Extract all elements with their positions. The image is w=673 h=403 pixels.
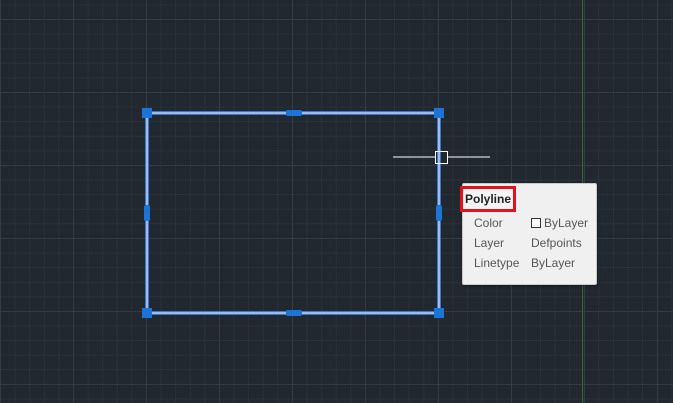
crosshair-pickbox-icon [393, 151, 490, 164]
rollover-tooltip: Polyline Color ByLayer Layer Defpoints L… [460, 183, 598, 285]
vertex-grip-bottom-right[interactable] [434, 308, 444, 318]
tooltip-row-layer: Layer Defpoints [474, 235, 598, 251]
polyline-rectangle[interactable] [145, 111, 441, 315]
midpoint-grip-left[interactable] [144, 205, 150, 221]
midpoint-grip-right[interactable] [436, 205, 442, 221]
vertex-grip-top-right[interactable] [434, 108, 444, 118]
polyline-edge [146, 112, 440, 314]
tooltip-title: Polyline [460, 186, 516, 212]
midpoint-grip-bottom[interactable] [286, 310, 302, 316]
polyline-glow [145, 111, 441, 315]
tooltip-label: Linetype [474, 256, 520, 270]
tooltip-value-text: ByLayer [544, 216, 589, 230]
midpoint-grip-top[interactable] [286, 110, 302, 116]
tooltip-row-linetype: Linetype ByLayer [474, 255, 598, 271]
tooltip-value: Defpoints [531, 236, 582, 250]
tooltip-value: ByLayer [531, 256, 576, 270]
tooltip-value: ByLayer [531, 215, 588, 231]
vertex-grip-top-left[interactable] [142, 108, 152, 118]
tooltip-label: Layer [474, 236, 505, 250]
color-swatch-icon [531, 218, 541, 228]
vertex-grip-bottom-left[interactable] [142, 308, 152, 318]
tooltip-row-color: Color ByLayer [474, 215, 598, 231]
tooltip-label: Color [474, 216, 503, 230]
